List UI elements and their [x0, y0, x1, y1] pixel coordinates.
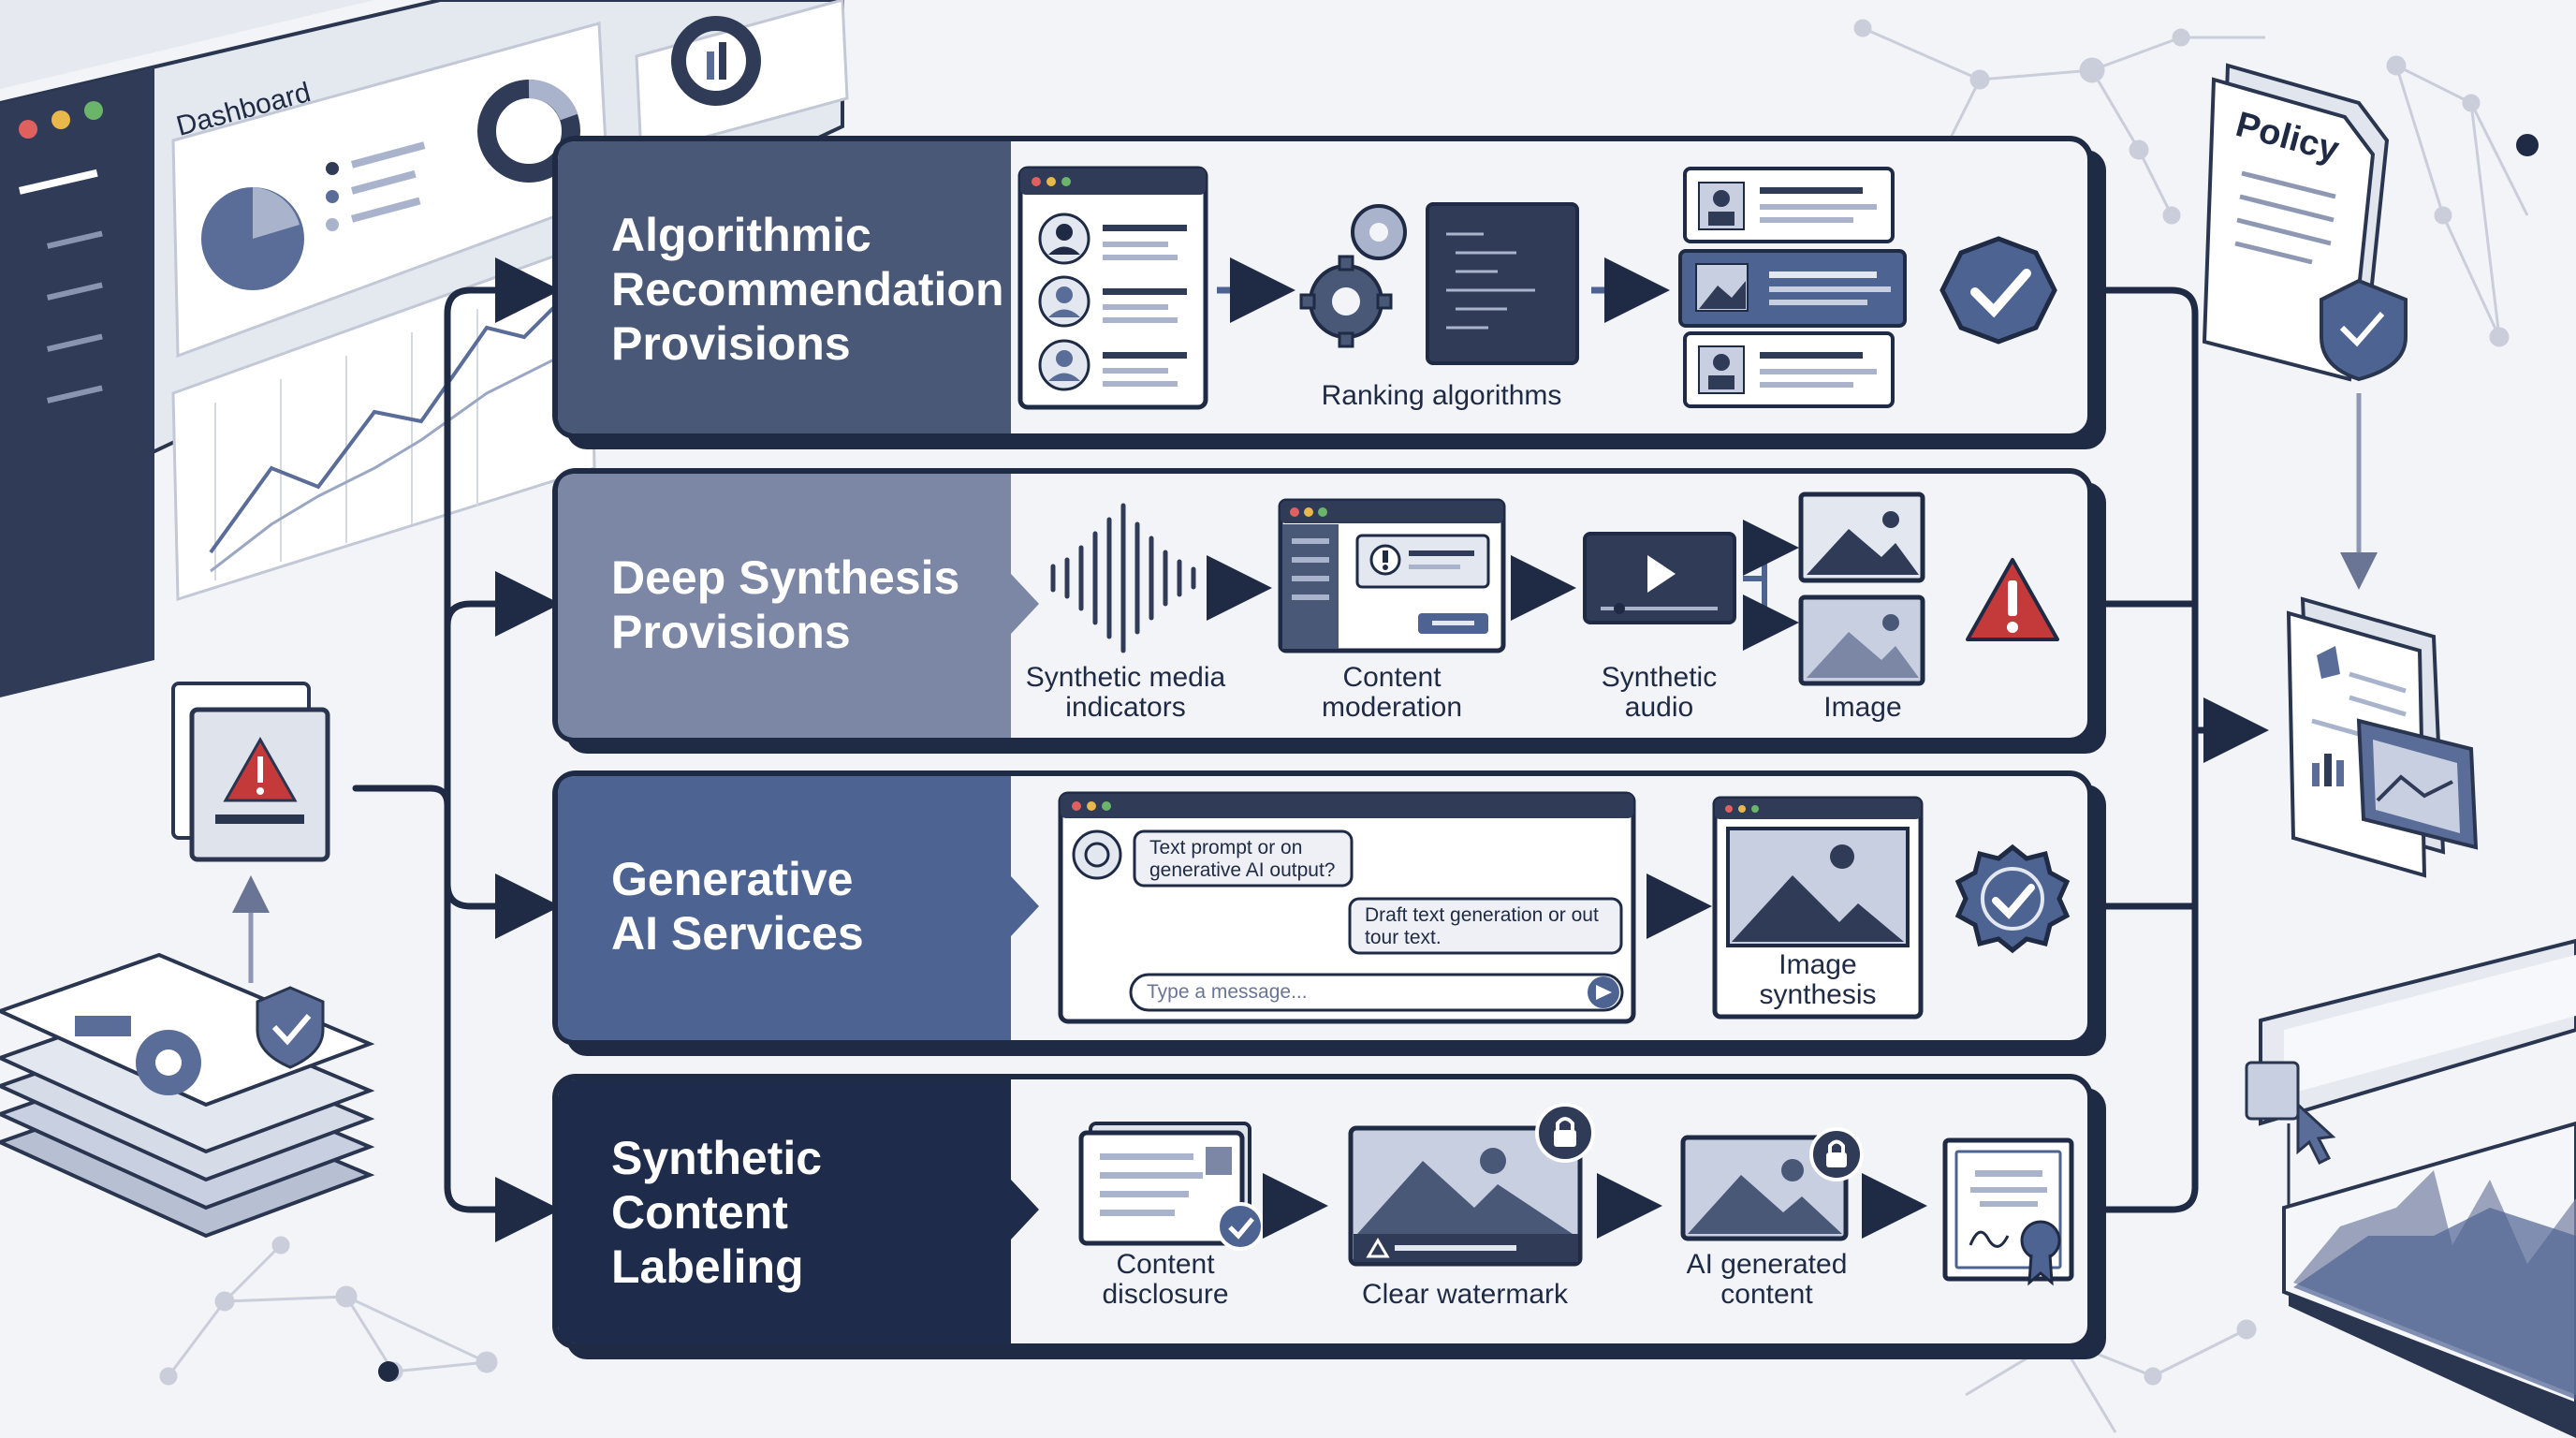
- policy-document: [2202, 63, 2408, 382]
- warning-triangle-icon: [1966, 558, 2059, 641]
- verified-seal-icon: [1954, 844, 2071, 954]
- check-badge-icon: [1939, 236, 2057, 345]
- row-title-algorithmic: Algorithmic Recommendation Provisions: [611, 209, 1004, 370]
- analytics-platform: [2245, 938, 2576, 1438]
- waveform-icon: [1050, 503, 1196, 653]
- row2-content: [1050, 492, 1925, 686]
- label-content-disclosure: Content disclosure: [1102, 1249, 1229, 1310]
- input-document-warning: [171, 682, 330, 862]
- chat-message-prompt: Text prompt or on generative AI output?: [1149, 837, 1336, 881]
- row-title-synthetic-labeling: Synthetic Content Labeling: [611, 1132, 823, 1293]
- label-ranking-algorithms: Ranking algorithms: [1321, 380, 1562, 411]
- row4-content: [1078, 1103, 2074, 1286]
- ai-logo-icon: [1072, 829, 1122, 880]
- chat-input[interactable]: Type a message...: [1147, 981, 1308, 1003]
- report-documents: [2286, 596, 2479, 878]
- label-synthetic-media-indicators: Synthetic media indicators: [1025, 662, 1226, 723]
- chat-message-response: Draft text generation or out tour text.: [1365, 904, 1599, 948]
- seal-icon: [2020, 1220, 2061, 1261]
- layers-stack: [0, 952, 375, 1239]
- row3-content: [1058, 791, 1924, 1024]
- label-image-synthesis: Image synthesis: [1759, 949, 1877, 1010]
- label-image: Image: [1823, 692, 1902, 723]
- label-ai-generated-content: AI generated content: [1686, 1249, 1848, 1310]
- row-title-generative-ai: Generative AI Services: [611, 853, 864, 960]
- label-clear-watermark: Clear watermark: [1361, 1279, 1569, 1310]
- dashboard-window: [0, 0, 849, 697]
- label-content-moderation: Content moderation: [1321, 662, 1463, 723]
- row-title-deep-synthesis: Deep Synthesis Provisions: [611, 551, 960, 658]
- label-synthetic-audio: Synthetic audio: [1601, 662, 1718, 723]
- network-node-dark: [2516, 134, 2539, 156]
- left-connectors: [352, 257, 561, 1242]
- network-node-dark: [378, 1361, 399, 1382]
- right-connectors: [2102, 286, 2269, 1213]
- row1-content: [1017, 166, 1907, 410]
